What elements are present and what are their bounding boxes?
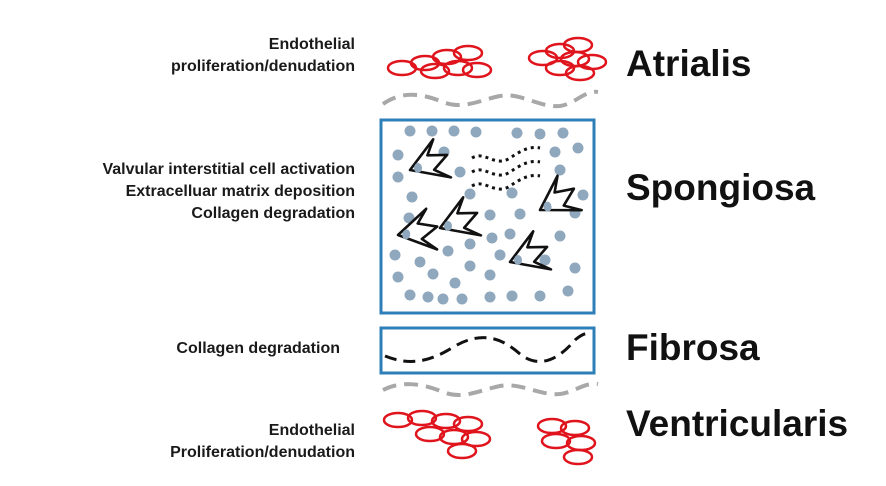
layer-label-spongiosa: Spongiosa (626, 167, 816, 208)
spongiosa-annotation-line-1: Valvular interstitial cell activation (102, 161, 355, 178)
matrix-dot (494, 249, 506, 261)
endothelial-cell (536, 417, 568, 435)
endothelial-cell (414, 425, 446, 443)
endothelial-cell (446, 442, 478, 460)
ventricularis-endothelial-cells (382, 409, 597, 466)
endothelial-cell (461, 61, 493, 79)
endothelial-cell (562, 448, 594, 466)
matrix-dot (404, 125, 416, 137)
fibrosa-annotation-line-1: Collagen degradation (176, 340, 340, 357)
matrix-dot (562, 285, 574, 297)
endothelial-cell (430, 412, 462, 430)
matrix-dot (504, 228, 516, 240)
matrix-dot (422, 291, 434, 303)
endothelial-cell (544, 59, 576, 77)
atrialis-annotation-line-2: proliferation/denudation (171, 58, 355, 75)
endothelial-cell (419, 62, 451, 80)
matrix-dot (539, 254, 551, 266)
matrix-dot (484, 269, 496, 281)
matrix-dot (427, 268, 439, 280)
matrix-dot (484, 209, 496, 221)
spongiosa-annotation: Valvular interstitial cell activation Ex… (102, 159, 355, 225)
matrix-dot (534, 128, 546, 140)
matrix-dot (506, 187, 518, 199)
fibrosa-collagen-fiber (384, 331, 593, 363)
layer-label-atrialis: Atrialis (626, 43, 752, 84)
matrix-dot (514, 208, 526, 220)
endothelial-cell (540, 432, 572, 450)
matrix-dot (577, 189, 589, 201)
atrialis-basement-membrane (381, 89, 599, 109)
atrialis-annotation: Endothelial proliferation/denudation (171, 34, 355, 78)
matrix-dot (506, 290, 518, 302)
layer-label-fibrosa: Fibrosa (626, 327, 760, 368)
matrix-dot (569, 262, 581, 274)
endothelial-cell (442, 59, 474, 77)
matrix-dot (549, 146, 561, 158)
endothelial-cell (559, 50, 591, 68)
atrialis-endothelial-cells (386, 36, 608, 82)
ventricularis-annotation-line-1: Endothelial (268, 422, 355, 439)
matrix-dot (449, 277, 461, 289)
endothelial-cell (452, 44, 484, 62)
matrix-dot (437, 293, 449, 305)
spongiosa-dotted-fibers (471, 146, 541, 191)
matrix-dot (442, 245, 454, 257)
matrix-dot (404, 289, 416, 301)
matrix-dot (464, 260, 476, 272)
endothelial-cell (565, 434, 597, 452)
matrix-dot (554, 164, 566, 176)
matrix-dot (554, 230, 566, 242)
endothelial-cell (460, 430, 492, 448)
matrix-dot (484, 291, 496, 303)
matrix-dot (392, 271, 404, 283)
matrix-dot (511, 127, 523, 139)
matrix-dot (464, 188, 476, 200)
ventricularis-annotation-line-2: Proliferation/denudation (170, 444, 355, 461)
matrix-dot (557, 127, 569, 139)
matrix-dot (426, 125, 438, 137)
matrix-dot (470, 126, 482, 138)
spongiosa-annotation-line-2: Extracelluar matrix deposition (125, 183, 355, 200)
matrix-dot (392, 171, 404, 183)
layer-label-ventricularis: Ventricularis (626, 403, 849, 444)
matrix-dot (414, 256, 426, 268)
matrix-dot (572, 142, 584, 154)
matrix-dot (392, 149, 404, 161)
ventricularis-annotation: Endothelial Proliferation/denudation (170, 420, 355, 464)
matrix-dot (389, 249, 401, 261)
endothelial-cell (559, 419, 591, 437)
matrix-dot (406, 191, 418, 203)
endothelial-cell (452, 415, 484, 433)
ventricularis-basement-membrane (382, 381, 599, 397)
matrix-dot (456, 293, 468, 305)
matrix-dot (464, 238, 476, 250)
spongiosa-annotation-line-3: Collagen degradation (191, 205, 355, 222)
fibrosa-box (379, 326, 596, 375)
matrix-dot (448, 125, 460, 137)
endothelial-cell (406, 409, 438, 427)
endothelial-cell (564, 64, 596, 82)
matrix-dot (486, 232, 498, 244)
endothelial-cell (382, 411, 414, 429)
matrix-dot (454, 166, 466, 178)
fibrosa-annotation: Collagen degradation (176, 338, 340, 360)
matrix-dot (534, 290, 546, 302)
atrialis-annotation-line-1: Endothelial (268, 36, 355, 53)
